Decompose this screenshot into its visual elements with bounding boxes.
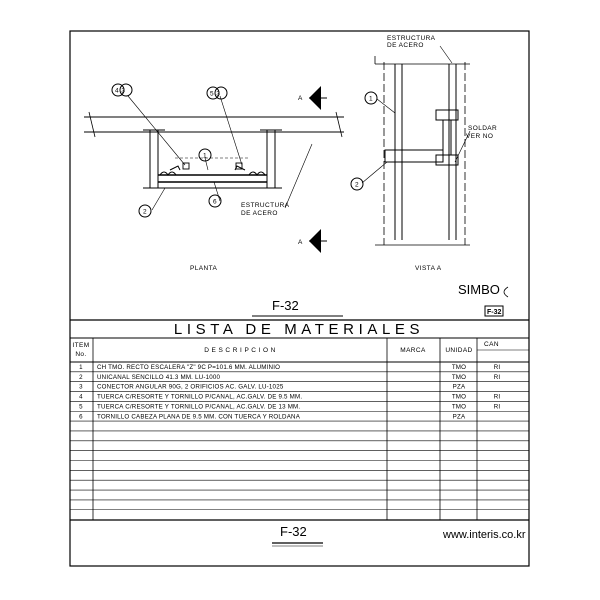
header-item-no: No. (75, 351, 86, 358)
header-qty: CAN (484, 341, 499, 348)
steel-structure-label-plan-2: DE ACERO (241, 210, 278, 217)
row-unit: TMO (452, 403, 466, 410)
bubble-view-top: 1 (369, 96, 373, 103)
view-a-label: VISTA A (415, 265, 442, 272)
steel-structure-label-plan-1: ESTRUCTURA (241, 202, 290, 209)
table-row: 2 UNICANAL SENCILLO 41.3 MM. LU-1000 TMO RI (79, 374, 500, 381)
bubble-plan-center: 1 (203, 153, 207, 160)
row-description: TORNILLO CABEZA PLANA DE 9.5 MM. CON TUE… (97, 413, 301, 420)
plan-view-labels: 4 3 5 3 1 2 6 ESTRUCTURA DE ACERO A A PL… (115, 88, 303, 273)
row-item: 1 (79, 364, 83, 371)
row-qty: RI (494, 394, 501, 401)
bubble-plan-bottom-center: 6 (213, 199, 217, 206)
plan-view (84, 83, 344, 253)
table-row: 1 CH TMO. RECTO ESCALERA "Z" 9C P=101.6 M… (79, 364, 500, 371)
row-qty: RI (494, 403, 501, 410)
watermark: www.interis.co.kr (442, 529, 526, 541)
row-unit: TMO (452, 374, 466, 381)
row-description: CH TMO. RECTO ESCALERA "Z" 9C P=101.6 MM… (97, 364, 280, 371)
row-unit: TMO (452, 394, 466, 401)
footer-sheet-code: F-32 (280, 524, 307, 539)
header-unit: UNIDAD (445, 347, 472, 354)
materials-rows: 1 CH TMO. RECTO ESCALERA "Z" 9C P=101.6 M… (79, 364, 500, 420)
row-description: CONECTOR ANGULAR 90G, 2 ORIFICIOS AC. GA… (97, 384, 284, 391)
row-unit: TMO (452, 364, 466, 371)
bubble-plan-top-right: 5 3 (210, 91, 220, 98)
steel-structure-label-view-1: ESTRUCTURA (387, 35, 436, 42)
sheet-border (69, 30, 530, 567)
row-unit: PZA (453, 384, 466, 391)
row-description: TUERCA C/RESORTE Y TORNILLO P/CANAL, AC.… (97, 403, 300, 410)
table-row: 5 TUERCA C/RESORTE Y TORNILLO P/CANAL, AC… (79, 403, 500, 410)
row-description: UNICANAL SENCILLO 41.3 MM. LU-1000 (97, 374, 221, 381)
materials-row-lines (70, 371, 529, 511)
row-qty: RI (494, 374, 501, 381)
header-item: ITEM (72, 342, 89, 349)
symbol-label: SIMBO (458, 282, 500, 297)
plan-label: PLANTA (190, 265, 217, 272)
section-marker-bottom: A (298, 239, 303, 246)
bubble-view-left: 2 (355, 182, 359, 189)
weld-label-2: VER NO (466, 133, 493, 140)
sheet-code-upper-text: F-32 (272, 298, 299, 313)
view-a (350, 45, 509, 317)
materials-header: LISTA DE MATERIALES ITEM No. D E S C R I… (72, 321, 499, 358)
row-qty: RI (494, 364, 501, 371)
row-description: TUERCA C/RESORTE Y TORNILLO P/CANAL, AC.… (97, 394, 302, 401)
bubble-plan-bottom-left: 2 (143, 209, 147, 216)
materials-title: LISTA DE MATERIALES (174, 321, 424, 338)
row-item: 5 (79, 403, 83, 410)
row-item: 4 (79, 394, 83, 401)
weld-label-1: SOLDAR (468, 125, 497, 132)
row-item: 3 (79, 384, 83, 391)
header-brand: MARCA (400, 347, 426, 354)
section-marker-top: A (298, 95, 303, 102)
view-a-labels: ESTRUCTURA DE ACERO SOLDAR VER NO 1 2 VI… (355, 35, 502, 316)
row-item: 6 (79, 413, 83, 420)
header-description: D E S C R I P C I O N (204, 347, 276, 354)
steel-structure-label-view-2: DE ACERO (387, 42, 424, 49)
materials-table (70, 319, 529, 521)
table-row: 3 CONECTOR ANGULAR 90G, 2 ORIFICIOS AC. G… (79, 384, 466, 391)
row-item: 2 (79, 374, 83, 381)
row-unit: PZA (453, 413, 466, 420)
footer: F-32 www.interis.co.kr (272, 524, 526, 547)
sheet-code-upper: F-32 (252, 298, 343, 317)
bubble-plan-top-left: 4 3 (115, 88, 125, 95)
table-row: 6 TORNILLO CABEZA PLANA DE 9.5 MM. CON TU… (79, 413, 466, 420)
table-row: 4 TUERCA C/RESORTE Y TORNILLO P/CANAL, AC… (79, 394, 500, 401)
symbol-code: F-32 (487, 309, 502, 316)
